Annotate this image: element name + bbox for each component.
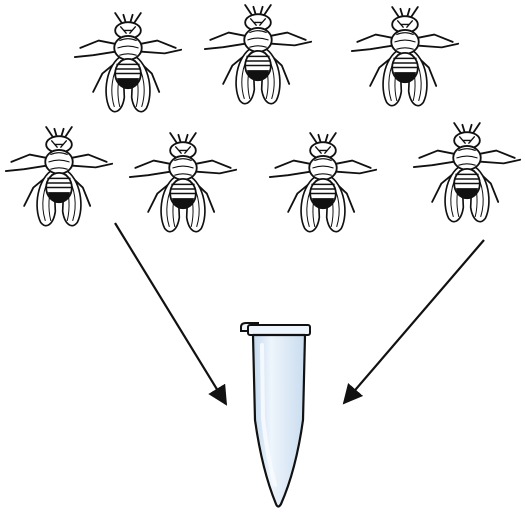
fruit-fly-3-icon (352, 7, 458, 106)
fruit-fly-1-icon (75, 13, 181, 112)
microcentrifuge-tube-icon (241, 323, 310, 507)
fruit-fly-5-icon (130, 133, 236, 232)
arrow-right (344, 240, 484, 403)
fruit-fly-6-icon (270, 133, 376, 232)
fruit-fly-2-icon (205, 5, 311, 104)
arrow-left (115, 223, 226, 404)
fruit-fly-7-icon (414, 123, 520, 222)
fruit-fly-4-icon (6, 127, 112, 226)
